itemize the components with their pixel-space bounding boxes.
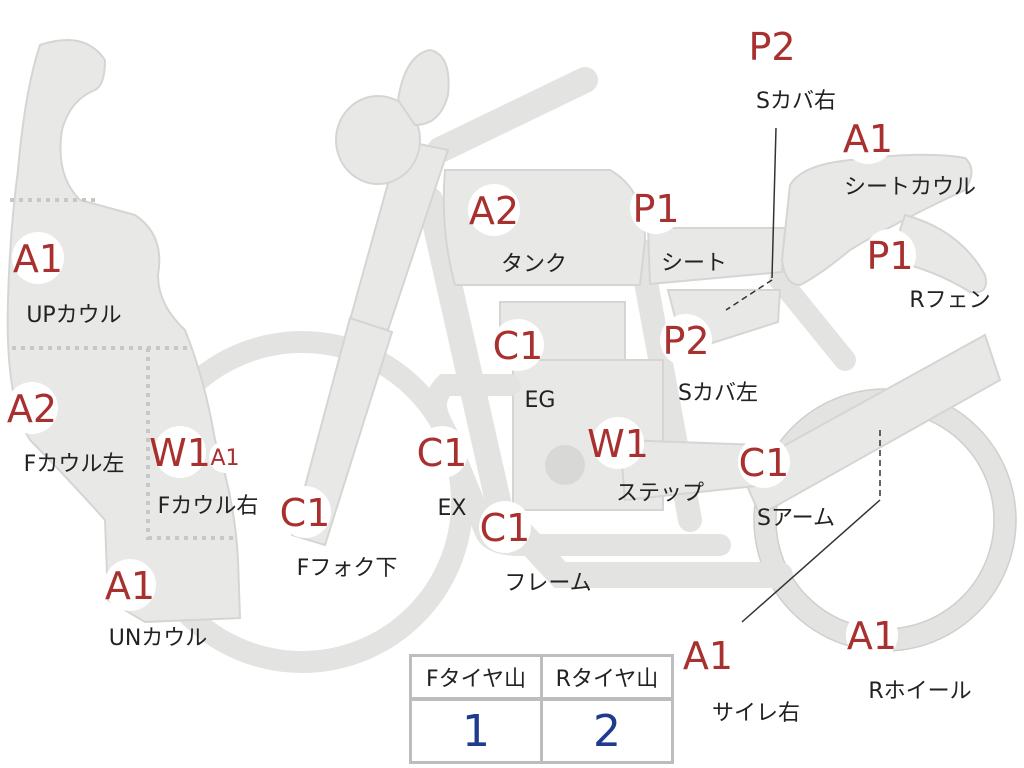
tire-tread-grid: Fタイヤ山 Rタイヤ山 1 2 — [412, 657, 671, 761]
grade-badge-r-fender — [864, 229, 916, 281]
grade-code-extra-f-cowl-right: A1 — [210, 446, 239, 471]
part-label-tank: タンク — [501, 252, 567, 277]
grade-badge-un-cowl — [104, 559, 156, 611]
grade-badge-f-cowl-left — [6, 382, 58, 434]
rear-tire-value: 2 — [593, 705, 621, 757]
grade-badge-frame — [479, 501, 531, 553]
part-marker-muffler-right: A1 サイレ右 — [682, 629, 800, 726]
part-label-r-wheel: Rホイール — [868, 679, 971, 704]
headlight-shape — [335, 95, 421, 185]
part-label-f-cowl-left: Fカウル左 — [24, 452, 125, 477]
part-marker-seat: P1 シート — [630, 182, 727, 276]
part-label-f-cowl-right: Fカウル右 — [158, 494, 259, 519]
grade-badge-f-fork-lower — [279, 486, 331, 538]
grade-badge-swingarm — [738, 436, 790, 488]
grade-code-f-cowl-left: A2 — [7, 387, 57, 431]
front-fork-lower-shape — [290, 316, 394, 547]
rear-tire-header: Rタイヤ山 — [541, 657, 671, 701]
grade-badge-step — [592, 417, 644, 469]
grade-code-frame: C1 — [480, 506, 531, 550]
grade-badge-eg — [492, 319, 544, 371]
grade-badge-tank — [468, 184, 520, 236]
grade-badge-muffler-right — [682, 629, 734, 681]
part-label-seat: シート — [661, 251, 727, 276]
part-label-eg: EG — [525, 388, 556, 413]
grade-code-un-cowl: A1 — [105, 564, 155, 608]
grade-badge-f-cowl-right — [154, 426, 206, 478]
tire-tread-table: Fタイヤ山 Rタイヤ山 1 2 — [409, 654, 674, 764]
grade-code-seat-cowl: A1 — [843, 117, 893, 161]
seat-cowl-shape — [780, 153, 973, 287]
grade-code-r-fender: P1 — [866, 234, 913, 278]
part-label-frame: フレーム — [504, 571, 591, 596]
grade-code-f-cowl-right: W1 — [149, 431, 211, 475]
part-marker-step: W1 ステップ — [587, 417, 704, 506]
grade-code-tank: A2 — [469, 189, 519, 233]
frame-tube-stay — [769, 269, 856, 371]
grade-badge-s-cover-left — [660, 314, 712, 366]
front-tire-header: Fタイヤ山 — [412, 657, 543, 701]
part-label-swingarm: Sアーム — [757, 506, 835, 531]
leader-lines — [725, 127, 881, 623]
swingarm-shape — [738, 333, 1002, 517]
part-marker-tank: A2 タンク — [468, 184, 567, 277]
seat-shape — [646, 227, 787, 286]
grade-badge-ex — [416, 426, 468, 478]
grade-code-ex: C1 — [417, 431, 468, 475]
handlebar-shape — [396, 48, 450, 127]
grade-code-s-cover-left: P2 — [662, 319, 709, 363]
grade-badge-seat — [630, 182, 682, 234]
grade-code-eg: C1 — [493, 324, 544, 368]
grade-badge-s-cover-right — [746, 20, 798, 72]
front-tire-value: 1 — [412, 699, 543, 761]
grade-code-seat: P1 — [632, 187, 679, 231]
frame-tube-upper — [427, 67, 598, 163]
grade-code-f-fork-lower: C1 — [280, 491, 331, 535]
grade-badge-seat-cowl — [842, 112, 894, 164]
part-marker-seat-cowl: A1 シートカウル — [842, 112, 976, 200]
part-label-un-cowl: UNカウル — [109, 626, 208, 651]
part-label-f-fork-lower: Fフォク下 — [297, 556, 398, 581]
part-label-up-cowl: UPカウル — [26, 303, 121, 328]
part-label-s-cover-right: Sカバ右 — [756, 89, 836, 114]
grade-badge-extra-f-cowl-right — [209, 441, 241, 473]
part-marker-frame: C1 フレーム — [479, 501, 592, 596]
part-label-r-fender: Rフェン — [909, 288, 990, 313]
grade-code-muffler-right: A1 — [683, 634, 733, 678]
part-label-s-cover-left: Sカバ左 — [678, 381, 758, 406]
grade-badge-r-wheel — [846, 609, 898, 661]
grade-code-swingarm: C1 — [739, 441, 790, 485]
part-label-ex: EX — [438, 496, 467, 521]
grade-code-up-cowl: A1 — [13, 237, 63, 281]
part-label-step: ステップ — [616, 481, 704, 506]
part-label-seat-cowl: シートカウル — [844, 175, 976, 200]
part-label-muffler-right: サイレ右 — [712, 701, 800, 726]
fairing-shape — [6, 39, 242, 624]
grade-code-step: W1 — [587, 422, 649, 466]
grade-code-s-cover-right: P2 — [748, 25, 795, 69]
grade-badge-up-cowl — [12, 232, 64, 284]
grade-code-r-wheel: A1 — [847, 614, 897, 658]
rear-fender-shape — [888, 213, 987, 294]
